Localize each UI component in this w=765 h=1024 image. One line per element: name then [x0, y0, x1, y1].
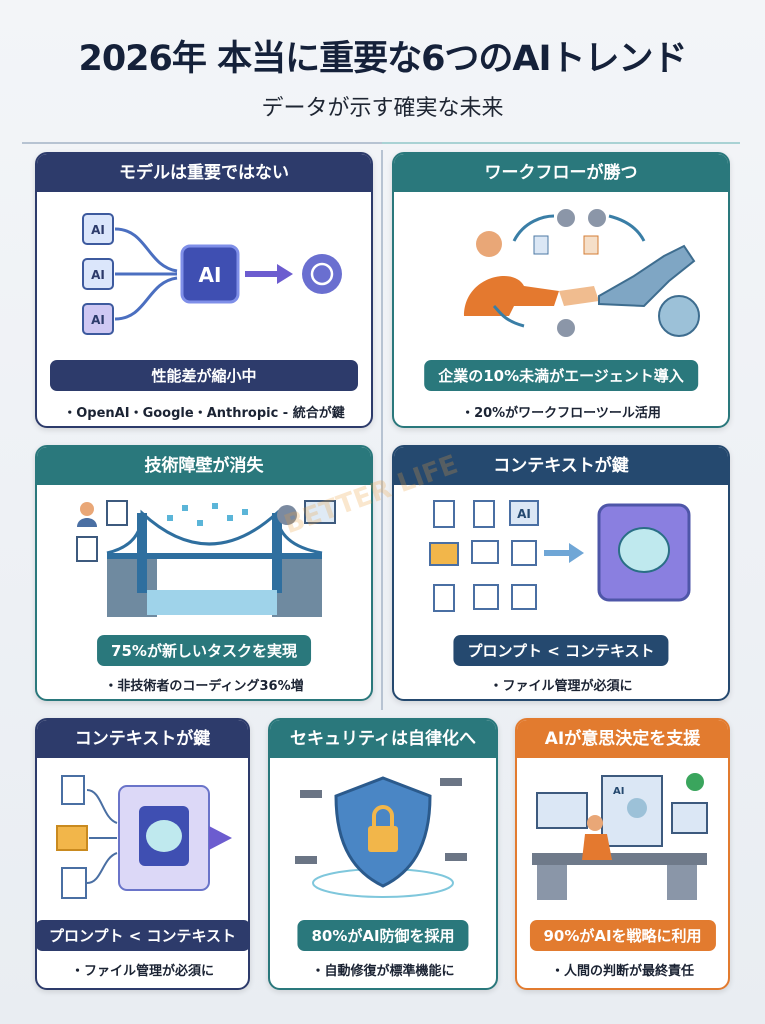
card-title: モデルは重要ではない — [37, 154, 371, 192]
card-title: セキュリティは自律化へ — [270, 720, 496, 758]
bullet-text: ・非技術者のコーディング36%増 — [104, 679, 304, 694]
ai-chip-consolidation-icon: AI AI AI AI — [82, 213, 342, 335]
card-title: コンテキストが鍵 — [394, 447, 728, 485]
svg-text:AI: AI — [517, 507, 531, 521]
trend-card-context-2: コンテキストが鍵 プロンプト < コンテキスト ・ファイル管理が必須に — [35, 718, 250, 990]
svg-text:AI: AI — [91, 223, 105, 237]
files-to-chip-brain-icon — [56, 775, 232, 899]
bullet-text: ・ファイル管理が必須に — [489, 679, 633, 694]
human-robot-handshake-icon — [464, 209, 700, 337]
trend-card-context: コンテキストが鍵 AI プロンプト < コンテキスト ・ファイル管理が必須に — [392, 445, 730, 701]
stat-pill: プロンプト < コンテキスト — [37, 920, 248, 951]
svg-text:AI: AI — [613, 786, 624, 797]
files-to-ai-brain-icon: AI — [429, 500, 691, 612]
card-title: AIが意思決定を支援 — [517, 720, 728, 758]
card-title: コンテキストが鍵 — [37, 720, 248, 758]
trend-card-decision: AIが意思決定を支援 AI 90%がAIを戦略に利用 ・人間の判断が最終責任 — [515, 718, 730, 990]
bullet-text: ・人間の判断が最終責任 — [550, 964, 694, 979]
stat-pill: 80%がAI防御を採用 — [297, 920, 469, 951]
card-title: 技術障壁が消失 — [37, 447, 371, 485]
stat-pill: 企業の10%未満がエージェント導入 — [424, 360, 698, 391]
trend-card-workflow: ワークフローが勝つ 企業の10%未満がエージェント導入 ・20%がワークフローツ… — [392, 152, 730, 428]
shield-lock-drones-icon — [295, 776, 467, 898]
bullet-text: ・20%がワークフローツール活用 — [461, 406, 661, 421]
stat-pill: 性能差が縮小中 — [50, 360, 358, 391]
trend-card-models: モデルは重要ではない AI AI AI AI 性能差が縮小中 ・OpenAI・Goo… — [35, 152, 373, 428]
connector-line — [382, 142, 740, 144]
bullet-text: ・ファイル管理が必須に — [70, 964, 214, 979]
svg-text:AI: AI — [91, 313, 105, 327]
bullet-text: ・自動修復が標準機能に — [311, 964, 455, 979]
analyst-desk-dashboard-icon: AI — [532, 773, 708, 900]
connector-line — [22, 142, 382, 144]
card-title: ワークフローが勝つ — [394, 154, 728, 192]
trend-card-security: セキュリティは自律化へ 80%がAI防御を採用 ・自動修復が標準機能に — [268, 718, 498, 990]
stat-pill: 75%が新しいタスクを実現 — [97, 635, 311, 666]
connector-line — [381, 150, 383, 710]
svg-text:AI: AI — [91, 268, 105, 282]
svg-text:AI: AI — [199, 263, 222, 287]
trend-card-tech-barrier: 技術障壁が消失 75%が新しいタスクを実現 ・非技術者のコーディング36%増 — [35, 445, 373, 701]
stat-pill: プロンプト < コンテキスト — [453, 635, 669, 666]
bullet-text: ・OpenAI・Google・Anthropic - 統合が鍵 — [63, 406, 345, 421]
page-title: 2026年 本当に重要な6つのAIトレンド — [78, 39, 687, 79]
bridge-icon — [76, 500, 336, 617]
page-subtitle: データが示す確実な未来 — [261, 96, 504, 121]
stat-pill: 90%がAIを戦略に利用 — [529, 920, 716, 951]
